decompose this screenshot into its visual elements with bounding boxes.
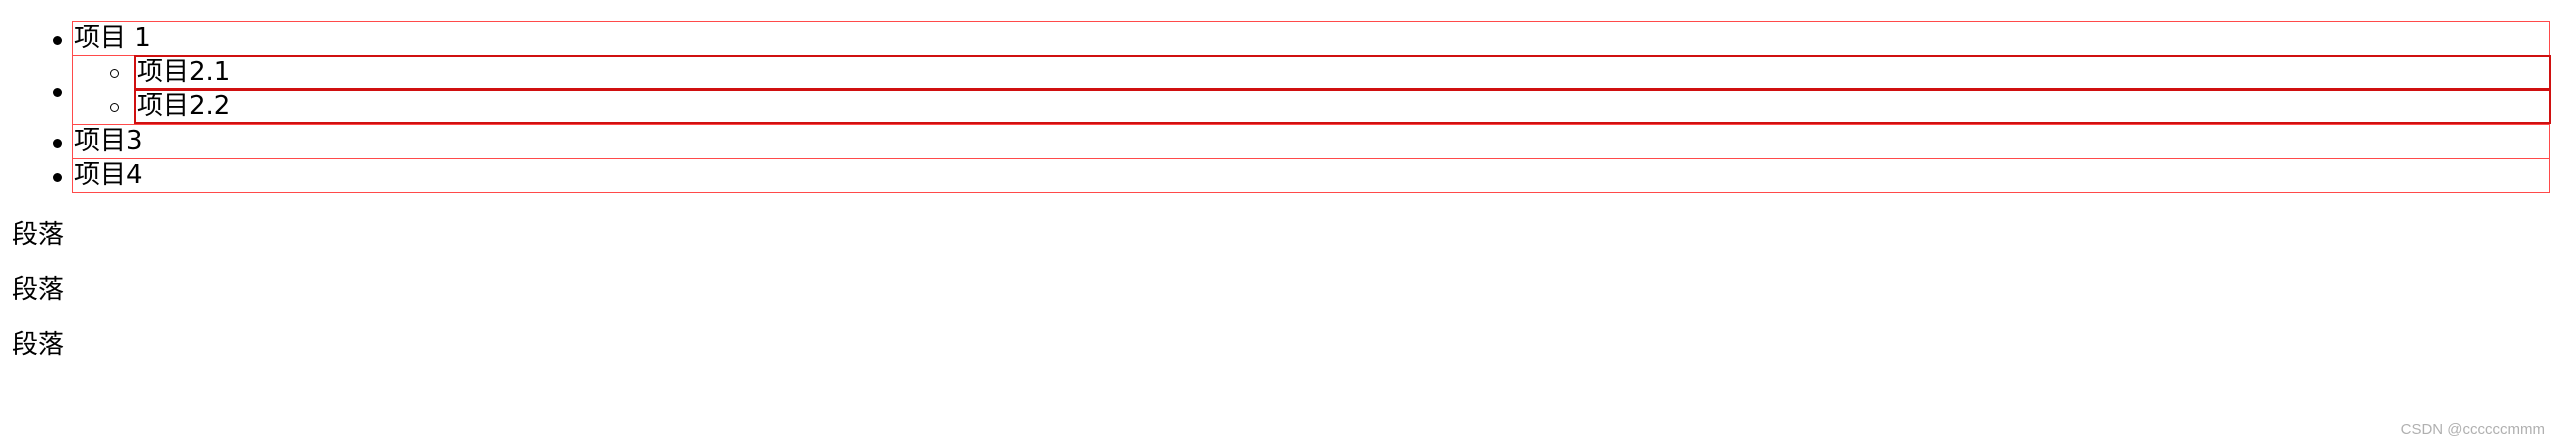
paragraph: 段落 [12, 330, 65, 360]
list-item: 项目4 [53, 158, 2550, 193]
list-item-nested: 项目2.1 项目2.2 [53, 55, 2551, 125]
disc-bullet-icon [53, 88, 62, 97]
watermark: CSDN @ccccccmmm [2400, 421, 2545, 438]
sub-list-item-label: 项目2.1 [137, 57, 231, 87]
sub-list-item-label: 项目2.2 [137, 91, 231, 121]
inner-list: 项目2.1 项目2.2 [110, 55, 2551, 124]
disc-bullet-icon [53, 173, 62, 182]
paragraph: 段落 [12, 275, 65, 305]
list-item: 项目 1 [53, 21, 2550, 56]
list-item-label: 项目4 [74, 160, 143, 190]
list-item-label: 项目 1 [74, 23, 151, 53]
paragraph: 段落 [12, 220, 65, 250]
sub-list-item: 项目2.1 [110, 55, 2551, 90]
sub-list-item: 项目2.2 [110, 89, 2551, 124]
outer-list: 项目 1 项目2.1 项目2.2 项目3 项目4 [53, 21, 2551, 193]
list-item-label: 项目3 [74, 126, 143, 156]
circle-bullet-icon [110, 69, 119, 78]
disc-bullet-icon [53, 36, 62, 45]
circle-bullet-icon [110, 103, 119, 112]
list-item: 项目3 [53, 124, 2550, 159]
disc-bullet-icon [53, 139, 62, 148]
